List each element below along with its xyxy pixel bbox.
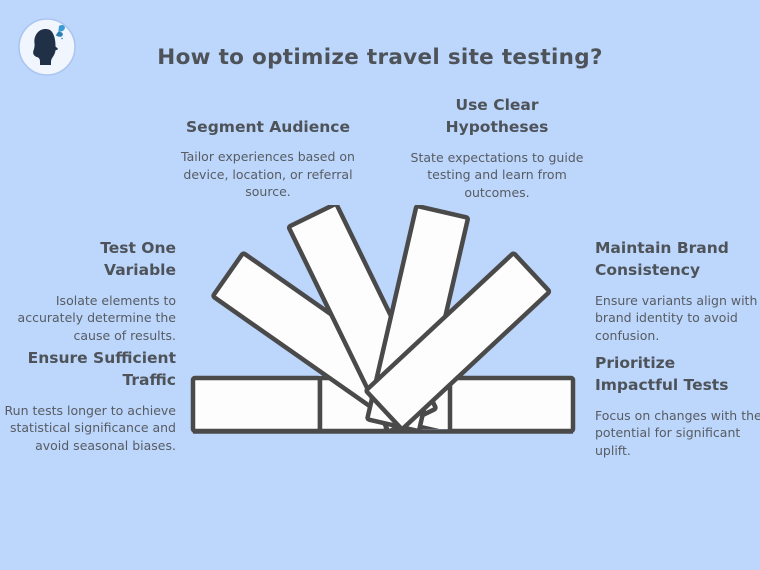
section-heading: Maintain Brand Consistency <box>595 239 729 280</box>
ground-plank-left <box>190 375 323 434</box>
section-test-one-variable: Test One Variable Isolate elements to ac… <box>16 237 176 344</box>
ground-plank-right <box>447 375 576 434</box>
section-heading: Ensure Sufficient Traffic <box>27 349 176 390</box>
woman-profile-butterfly-icon <box>18 18 76 76</box>
fanned-planks-illustration <box>185 202 577 441</box>
section-ensure-sufficient-traffic: Ensure Sufficient Traffic Run tests long… <box>0 347 176 454</box>
section-use-clear-hypotheses: Use Clear Hypotheses State expectations … <box>397 94 597 201</box>
page-title: How to optimize travel site testing? <box>157 45 603 70</box>
section-body: Isolate elements to accurately determine… <box>17 292 176 343</box>
brand-logo <box>17 17 77 77</box>
section-body: Tailor experiences based on device, loca… <box>181 149 355 200</box>
section-heading: Segment Audience <box>186 118 350 136</box>
section-maintain-brand-consistency: Maintain Brand Consistency Ensure varian… <box>595 237 760 344</box>
section-body: Ensure variants align with brand identit… <box>595 292 758 343</box>
section-heading: Test One Variable <box>100 239 176 280</box>
section-heading: Prioritize Impactful Tests <box>595 354 729 395</box>
section-body: Run tests longer to achieve statistical … <box>4 402 176 453</box>
fan-plank-right-diagonal <box>364 251 552 431</box>
section-heading: Use Clear Hypotheses <box>445 96 549 137</box>
section-prioritize-impactful-tests: Prioritize Impactful Tests Focus on chan… <box>595 352 760 459</box>
fanned-planks-drawing <box>190 202 576 434</box>
section-body: State expectations to guide testing and … <box>410 149 584 200</box>
section-body: Focus on changes with the potential for … <box>595 407 760 458</box>
section-segment-audience: Segment Audience Tailor experiences base… <box>161 116 375 201</box>
